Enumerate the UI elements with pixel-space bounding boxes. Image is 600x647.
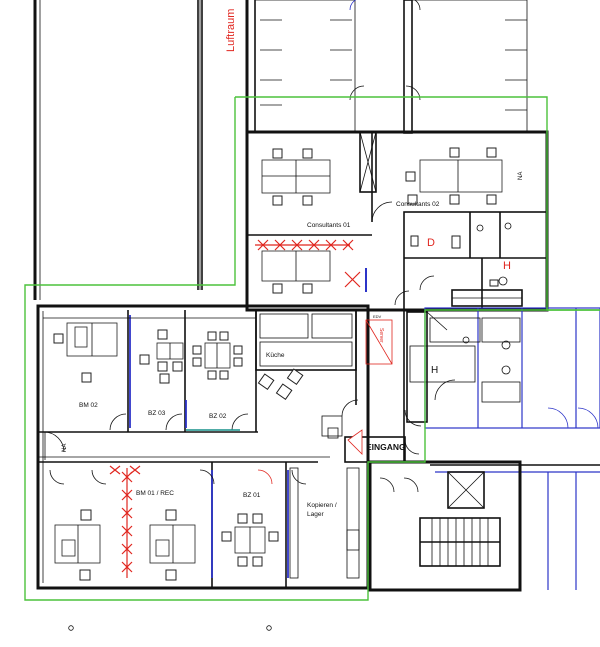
neighbor-right: H [406,307,600,590]
unit-outline-left [24,97,600,601]
bm-01-rec-label: BM 01 / REC [136,490,174,497]
fire-wall-consultants [255,239,361,288]
na-label-1: NA [518,172,524,180]
luftraum-label: Luftraum [225,9,237,52]
bm-02-label: BM 02 [79,402,98,409]
bz-01-label: BZ 01 [243,492,261,499]
bz-03-label: BZ 03 [148,410,166,417]
consultants-01-label: Consultants 01 [307,222,351,229]
wc-d-mark: D [427,237,435,249]
upper-offices [254,0,528,134]
luftraum-area: Luftraum [33,0,249,300]
kopieren-lager-label-2: Lager [307,511,324,518]
consultants-block: Consultants 01 Consultants 02 NA D H [245,130,549,312]
kueche-label: Küche [266,352,285,359]
wc-h-mark-2: H [431,365,438,376]
fire-wall-bm01 [109,465,141,578]
consultants-02-label: Consultants 02 [396,201,440,208]
main-left-block: BM 02 BZ 03 BZ 02 Küche [36,304,370,590]
server-label: Server [378,328,384,343]
wc-h-mark-1: H [503,260,511,272]
na-label-2: NA [62,444,68,452]
eingang-label: EINGANG [366,442,406,452]
edv-label: EDV [373,314,382,319]
bz-02-label: BZ 02 [209,413,227,420]
kopieren-lager-label-1: Kopieren / [307,502,337,509]
entrance-area: EDV Server EINGANG [321,310,422,463]
stair-core [368,460,522,592]
grid-marker-1 [68,625,74,631]
grid-marker-2 [266,625,272,631]
